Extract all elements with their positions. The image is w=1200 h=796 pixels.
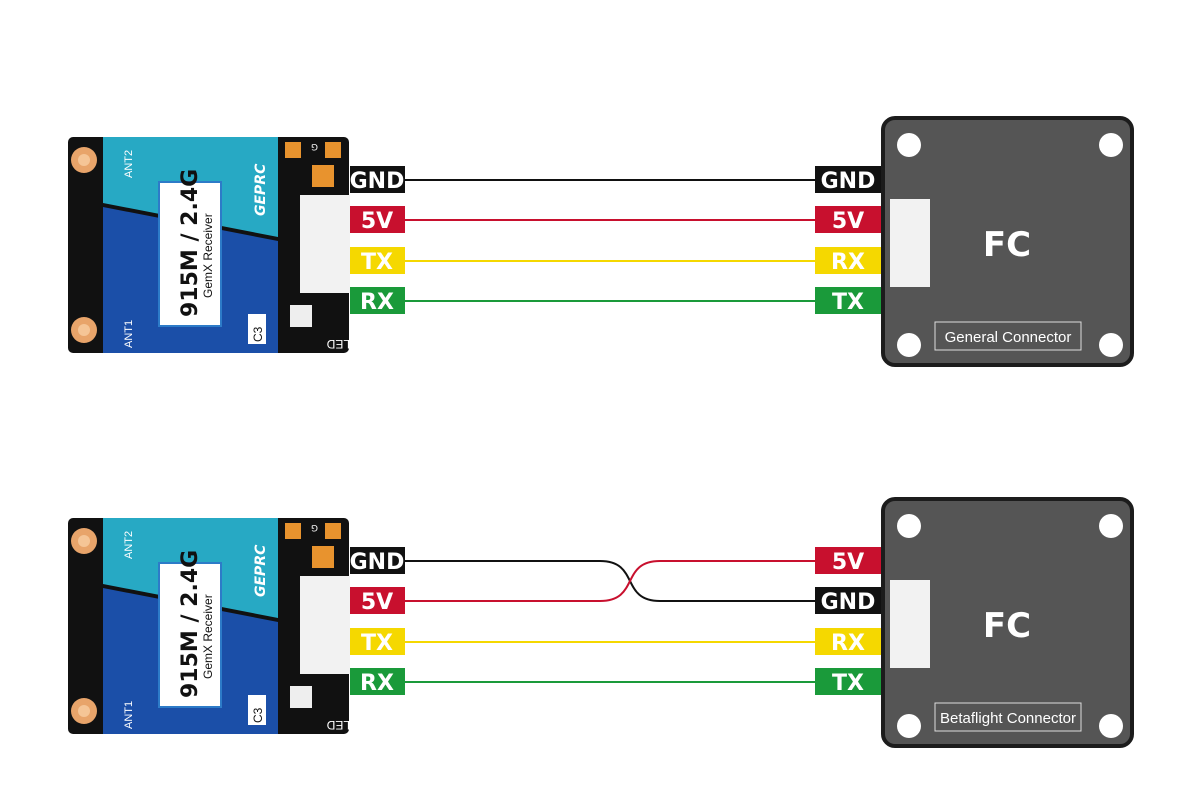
brand-logo: GEPRC xyxy=(253,163,269,216)
model-label-box xyxy=(158,562,222,708)
mounting-hole-icon xyxy=(1099,514,1123,538)
led-pad xyxy=(290,686,312,708)
ant1-label: ANT1 xyxy=(123,320,135,348)
fc-title: FC xyxy=(983,606,1031,646)
receiver-subtitle: GemX Receiver xyxy=(201,213,215,298)
right-pin-5v xyxy=(815,206,881,233)
variant-box xyxy=(248,695,266,725)
led-label: LED xyxy=(326,337,350,351)
connector-label: General Connector xyxy=(945,329,1072,346)
left-pin-rx xyxy=(350,287,405,314)
pad xyxy=(312,165,334,187)
right-pin-rx xyxy=(815,247,881,274)
mounting-hole-icon xyxy=(897,333,921,357)
pad xyxy=(285,523,301,539)
right-pin-gnd xyxy=(815,166,881,193)
brand-logo: GEPRC xyxy=(253,544,269,597)
right-pin-label: 5V xyxy=(832,550,864,575)
receiver-connector xyxy=(300,195,350,293)
right-pin-label: TX xyxy=(832,671,864,696)
right-pin-label: RX xyxy=(831,631,865,656)
ant1-label: ANT1 xyxy=(123,701,135,729)
right-pin-5v xyxy=(815,547,881,574)
mounting-hole-icon xyxy=(1099,714,1123,738)
right-pin-tx xyxy=(815,287,881,314)
receiver-variant: C3 xyxy=(251,707,265,723)
right-pin-label: TX xyxy=(832,290,864,315)
antenna-connector-center xyxy=(78,324,90,336)
receiver-connector xyxy=(300,576,350,674)
left-pin-gnd xyxy=(350,166,405,193)
right-pin-rx xyxy=(815,628,881,655)
ant2-label: ANT2 xyxy=(123,531,135,559)
left-pin-label: 5V xyxy=(361,209,393,234)
left-pin-label: RX xyxy=(360,671,394,696)
fc-board xyxy=(881,497,1134,748)
right-pin-label: RX xyxy=(831,250,865,275)
fc-board xyxy=(881,116,1134,367)
right-pin-label: GND xyxy=(821,590,876,615)
flight-controller: FC General Connector xyxy=(881,116,1134,367)
flight-controller: FC Betaflight Connector xyxy=(881,497,1134,748)
pad-label: G xyxy=(311,522,318,532)
antenna-connector-center xyxy=(78,154,90,166)
ant2-label: ANT2 xyxy=(123,150,135,178)
left-pin-5v xyxy=(350,587,405,614)
led-label: LED xyxy=(326,718,350,732)
receiver-subtitle: GemX Receiver xyxy=(201,594,215,679)
mounting-hole-icon xyxy=(897,133,921,157)
receiver-variant: C3 xyxy=(251,326,265,342)
right-pin-tx xyxy=(815,668,881,695)
left-pin-label: TX xyxy=(361,631,393,656)
fc-connector xyxy=(890,580,930,668)
antenna-connector-center xyxy=(78,705,90,717)
connector-label-box xyxy=(934,321,1082,351)
model-label-box xyxy=(158,181,222,327)
right-pin-gnd xyxy=(815,587,881,614)
receiver-model: 915M / 2.4G xyxy=(178,169,203,317)
mounting-hole-icon xyxy=(1099,133,1123,157)
left-pin-label: GND xyxy=(350,169,405,194)
wire-2 xyxy=(405,560,815,602)
left-pin-label: 5V xyxy=(361,590,393,615)
mounting-hole-icon xyxy=(897,714,921,738)
pad xyxy=(325,523,341,539)
antenna-connector-center xyxy=(78,535,90,547)
left-pin-label: RX xyxy=(360,290,394,315)
right-pin-label: GND xyxy=(821,169,876,194)
left-pin-tx xyxy=(350,247,405,274)
left-pin-tx xyxy=(350,628,405,655)
left-pin-label: GND xyxy=(350,550,405,575)
pad xyxy=(312,546,334,568)
left-pin-5v xyxy=(350,206,405,233)
pad xyxy=(325,142,341,158)
wire-1 xyxy=(405,560,815,602)
left-pin-rx xyxy=(350,668,405,695)
fc-title: FC xyxy=(983,225,1031,265)
variant-box xyxy=(248,314,266,344)
left-pin-label: TX xyxy=(361,250,393,275)
right-pin-label: 5V xyxy=(832,209,864,234)
fc-connector xyxy=(890,199,930,287)
connector-label-box xyxy=(934,702,1082,732)
mounting-hole-icon xyxy=(897,514,921,538)
pad-label: G xyxy=(311,141,318,151)
mounting-hole-icon xyxy=(1099,333,1123,357)
receiver-model: 915M / 2.4G xyxy=(178,550,203,698)
connector-label: Betaflight Connector xyxy=(940,710,1076,727)
left-pin-gnd xyxy=(350,547,405,574)
pad xyxy=(285,142,301,158)
led-pad xyxy=(290,305,312,327)
